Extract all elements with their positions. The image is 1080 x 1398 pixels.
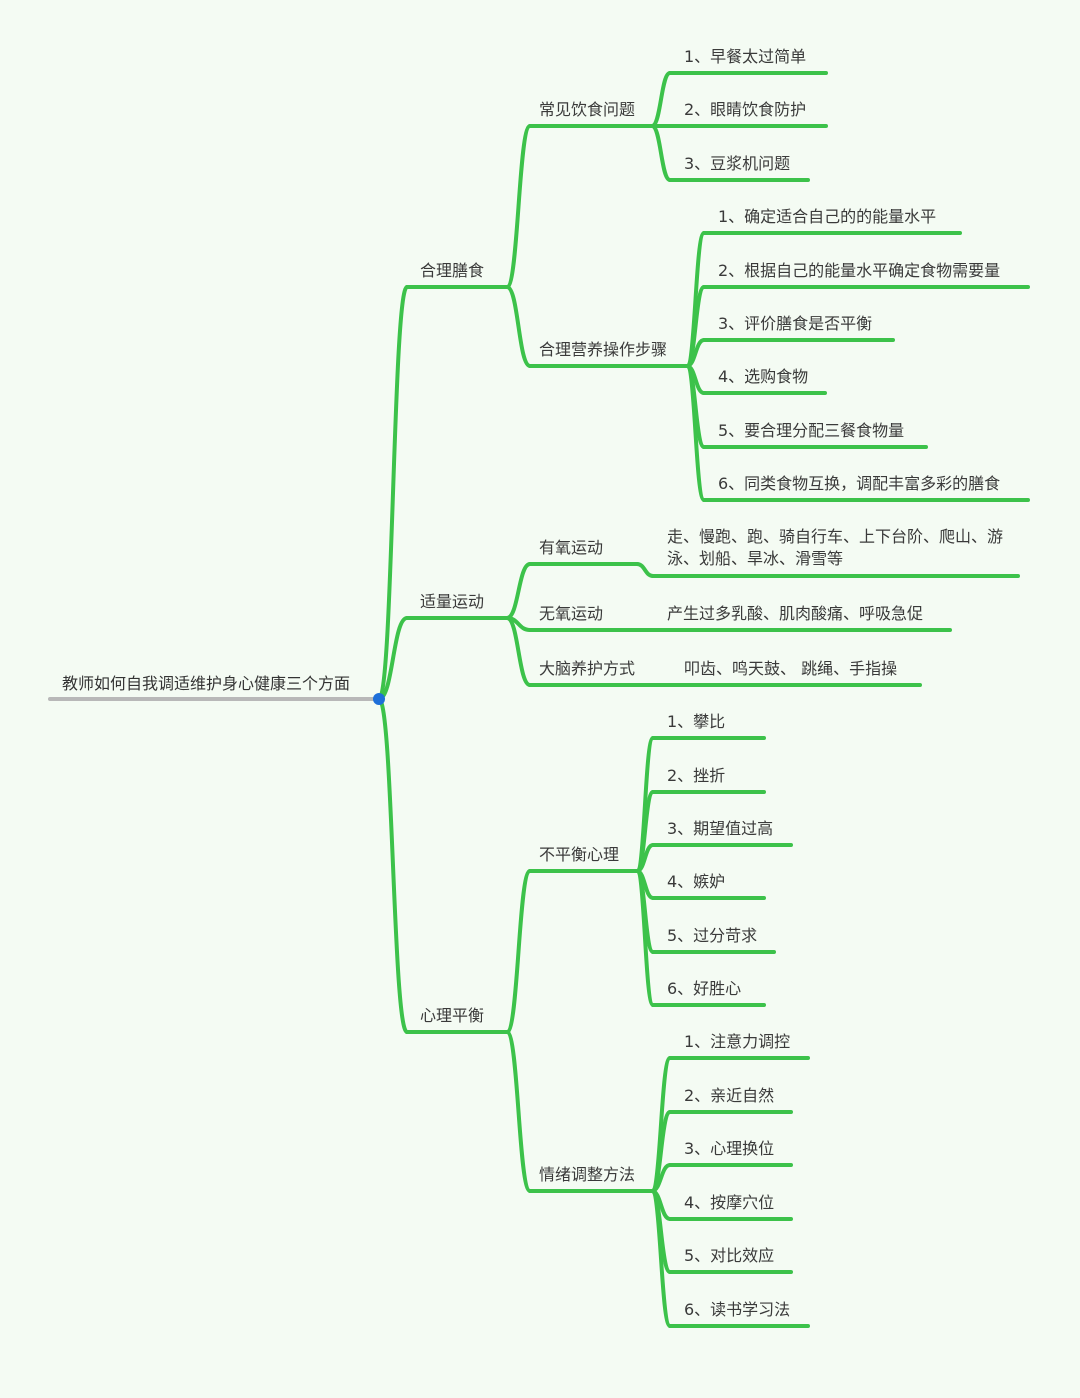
leaf-label: 2、眼睛饮食防护 xyxy=(684,100,807,119)
sub-branch-label: 情绪调整方法 xyxy=(539,1165,636,1184)
leaf-label: 6、读书学习法 xyxy=(684,1300,791,1319)
leaf-label: 3、评价膳食是否平衡 xyxy=(718,314,873,333)
leaf-label: 1、攀比 xyxy=(667,712,726,731)
leaf-label: 5、对比效应 xyxy=(684,1246,775,1265)
leaf-connector xyxy=(635,736,655,873)
sub-branch-label: 无氧运动 xyxy=(539,604,604,623)
leaf-label: 3、豆浆机问题 xyxy=(684,154,791,173)
leaf-label: 2、根据自己的能量水平确定食物需要量 xyxy=(718,261,1001,280)
leaf-label: 走、慢跑、跑、骑自行车、上下台阶、爬山、游泳、划船、旱冰、滑雪等 xyxy=(667,527,1004,568)
leaf-label: 3、期望值过高 xyxy=(667,819,774,838)
leaf-connector xyxy=(635,869,655,1007)
root-label: 教师如何自我调适维护身心健康三个方面 xyxy=(62,674,351,693)
leaf-label: 5、过分苛求 xyxy=(667,926,758,945)
leaf-label: 5、要合理分配三餐食物量 xyxy=(718,421,905,440)
leaf-connector xyxy=(635,562,655,578)
leaf-label: 3、心理换位 xyxy=(684,1139,775,1158)
leaf-label: 1、确定适合自己的的能量水平 xyxy=(718,207,937,226)
sub-branch-label: 常见饮食问题 xyxy=(539,100,636,119)
leaf-label: 叩齿、鸣天鼓、 跳绳、手指操 xyxy=(684,659,898,678)
leaf-label: 产生过多乳酸、肌肉酸痛、呼吸急促 xyxy=(667,604,924,623)
branch-connector xyxy=(377,697,409,1034)
leaf-connector xyxy=(650,1189,672,1328)
leaf-connector xyxy=(685,231,706,368)
sub-branch-label: 合理营养操作步骤 xyxy=(539,340,668,359)
leaf-label: 1、注意力调控 xyxy=(684,1032,791,1051)
leaf-connector xyxy=(650,1056,672,1193)
branch-label: 适量运动 xyxy=(420,592,485,611)
leaf-label: 2、亲近自然 xyxy=(684,1086,775,1105)
sub-branch-connector xyxy=(505,124,532,289)
sub-branch-connector xyxy=(505,616,532,687)
branch-label: 心理平衡 xyxy=(420,1006,485,1025)
sub-branch-connector xyxy=(505,562,532,620)
branch-label: 合理膳食 xyxy=(420,261,485,280)
leaf-label: 4、选购食物 xyxy=(718,367,809,386)
leaf-connector xyxy=(650,71,672,128)
leaf-label: 4、嫉妒 xyxy=(667,872,726,891)
sub-branch-label: 不平衡心理 xyxy=(539,845,620,864)
leaf-connector xyxy=(650,124,672,182)
root-node-dot xyxy=(373,693,385,705)
sub-branch-connector xyxy=(505,869,532,1034)
sub-branch-connector xyxy=(505,1030,532,1193)
leaf-label: 1、早餐太过简单 xyxy=(684,47,807,66)
leaf-label: 2、挫折 xyxy=(667,766,726,785)
leaf-label: 6、好胜心 xyxy=(667,979,742,998)
sub-branch-connector xyxy=(505,285,532,368)
sub-branch-label: 大脑养护方式 xyxy=(539,659,636,678)
leaf-label: 4、按摩穴位 xyxy=(684,1193,775,1212)
leaf-label: 6、同类食物互换，调配丰富多彩的膳食 xyxy=(718,474,1001,493)
sub-branch-label: 有氧运动 xyxy=(539,538,604,557)
branch-connector xyxy=(377,285,409,701)
leaf-connector xyxy=(685,364,706,502)
